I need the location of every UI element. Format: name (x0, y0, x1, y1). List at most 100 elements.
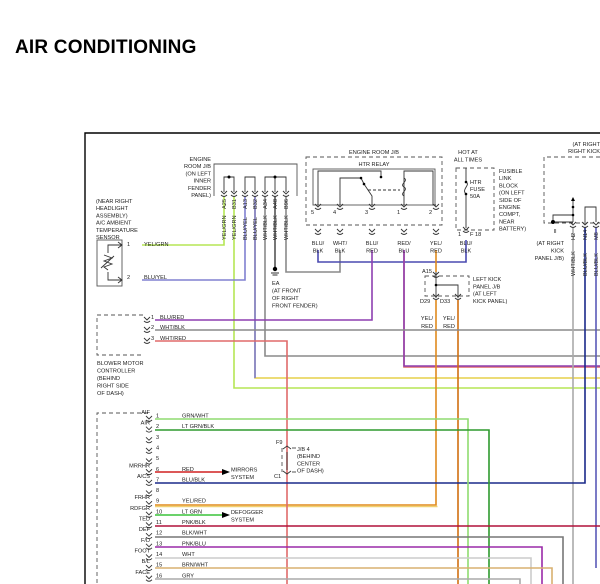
fuse-dot (464, 180, 468, 184)
connector-pin-icon (432, 203, 440, 210)
wire-color-label: BLU (399, 249, 410, 255)
wire-color-label: BLU/ (460, 241, 473, 247)
fusible-link-label: BATTERY) (499, 227, 526, 233)
pin-number: 2 (156, 424, 159, 430)
wire-color-label: BLK (313, 249, 324, 255)
wire-color-label: RED (182, 467, 194, 473)
page-title: AIR CONDITIONING (15, 37, 197, 58)
relay-internal-wiring (317, 170, 436, 206)
pin-number: 3 (151, 336, 154, 342)
jb-left-label-line: (ON LEFT (186, 171, 212, 177)
jb4-dashed-box (281, 447, 296, 473)
ground-icon (551, 220, 555, 224)
arrow-right-icon (222, 469, 230, 475)
wire-pin2-lt-grn-blk (155, 429, 490, 584)
pin-number: 5 (311, 210, 314, 216)
left-kick-label-line: PANEL J/B (473, 284, 501, 290)
fusible-link-label: ENGINE (499, 205, 521, 211)
connector-pin-icon (592, 221, 600, 228)
wire-pin15-brn-wht (155, 567, 553, 584)
connector-pin-icon (368, 228, 376, 235)
wire-blu-yel-a13 (142, 196, 246, 281)
wire-blower-wht-red (155, 340, 288, 584)
connector-pin-icon (143, 316, 151, 323)
left-kick-label-line: KICK PANEL) (473, 299, 508, 305)
wire-color-label: YEL/ (443, 316, 456, 322)
junction-dot (273, 175, 277, 179)
jb4-pins-icon (282, 445, 292, 475)
htr-relay-box (312, 168, 436, 206)
fusible-link-label: COMPT, (499, 212, 521, 218)
signal-label: FACE (135, 570, 150, 576)
connector-pin-icon (143, 337, 151, 344)
wire-color-label: RED/ (397, 241, 411, 247)
thermistor-icon (102, 254, 114, 271)
connector-pin-icon (261, 190, 269, 197)
pin-id-label: N14 (583, 230, 589, 240)
pin-number: 1 (151, 315, 154, 321)
signal-label: TED (139, 517, 150, 523)
wire-color-label: WHT/ (333, 241, 348, 247)
wire-color-label: BLU/BLK (182, 477, 205, 483)
pin-id-label: F 18 (470, 232, 481, 238)
left-kick-label-line: (AT LEFT (473, 292, 497, 298)
wire-yel-grn-a25 (142, 196, 225, 246)
signal-label: AIF (141, 410, 150, 416)
main-connector-dashed-box (96, 412, 148, 584)
wire-pin12-blk-wht (155, 536, 564, 584)
wire-color-label: RED (421, 324, 433, 330)
pin-number: 13 (156, 541, 162, 547)
fuse-label: HTR (470, 180, 482, 186)
connector-pin-icon (241, 190, 249, 197)
signal-label: MRRHR (129, 463, 150, 469)
jb-left-jumper-3 (264, 176, 287, 192)
hot-at-all-times-label: ALL TIMES (454, 158, 483, 164)
wire-color-label: LT GRN (182, 509, 202, 515)
connector-pin-icon (220, 190, 228, 197)
wire-pin16-gry (155, 578, 521, 584)
wire-blu-blk-relay5 (317, 240, 467, 263)
sensor-label-line: (NEAR RIGHT (96, 199, 133, 205)
signal-label: RDFGR (130, 506, 150, 512)
pin-number: 3 (156, 435, 159, 441)
connector-pin-icon (145, 436, 153, 444)
jb-left-label-line: INNER (194, 179, 211, 185)
right-kick-label-line: (AT RIGHT (537, 241, 565, 247)
junction-dot (227, 175, 231, 179)
relay-jb-dashed-box (305, 156, 443, 226)
left-kick-label-line: LEFT KICK (473, 277, 501, 283)
wire-color-label: WHT/BLK (571, 251, 577, 276)
pin-number: 16 (156, 573, 162, 579)
connector-pin-icon (400, 203, 408, 210)
arrow-target-label: SYSTEM (231, 475, 254, 481)
connector-pin-icon (462, 226, 470, 233)
ground-label-line: EA (272, 281, 280, 287)
connector-pin-icon (145, 468, 153, 476)
connector-pin-icon (400, 228, 408, 235)
connector-pin-icon (336, 203, 344, 210)
pin-number: 4 (333, 210, 336, 216)
fusible-link-label: (ON LEFT (499, 191, 525, 197)
connector-pin-icon (145, 554, 153, 561)
connector-pin-icon (336, 228, 344, 235)
pin-id-label: A25 (222, 199, 228, 209)
wire-wht-blk-a48 (285, 196, 341, 273)
blower-label-line: RIGHT SIDE (97, 384, 129, 390)
pin-id-label: D29 (420, 299, 430, 305)
pin-number: 1 (458, 232, 461, 238)
fuse-label: FUSE (470, 187, 485, 193)
wire-color-label: WHT/BLK (263, 215, 269, 240)
wire-color-label: GRN/WHT (182, 414, 209, 420)
junction-dot (434, 283, 438, 287)
pin-number: 1 (397, 210, 400, 216)
wire-color-label: BRN/WHT (182, 563, 209, 569)
pin-number: 15 (156, 563, 162, 569)
connector-pin-icon (145, 447, 153, 454)
wire-yel-red-d29 (155, 300, 437, 506)
jb-left-label-line: ROOM J/B (184, 164, 211, 170)
